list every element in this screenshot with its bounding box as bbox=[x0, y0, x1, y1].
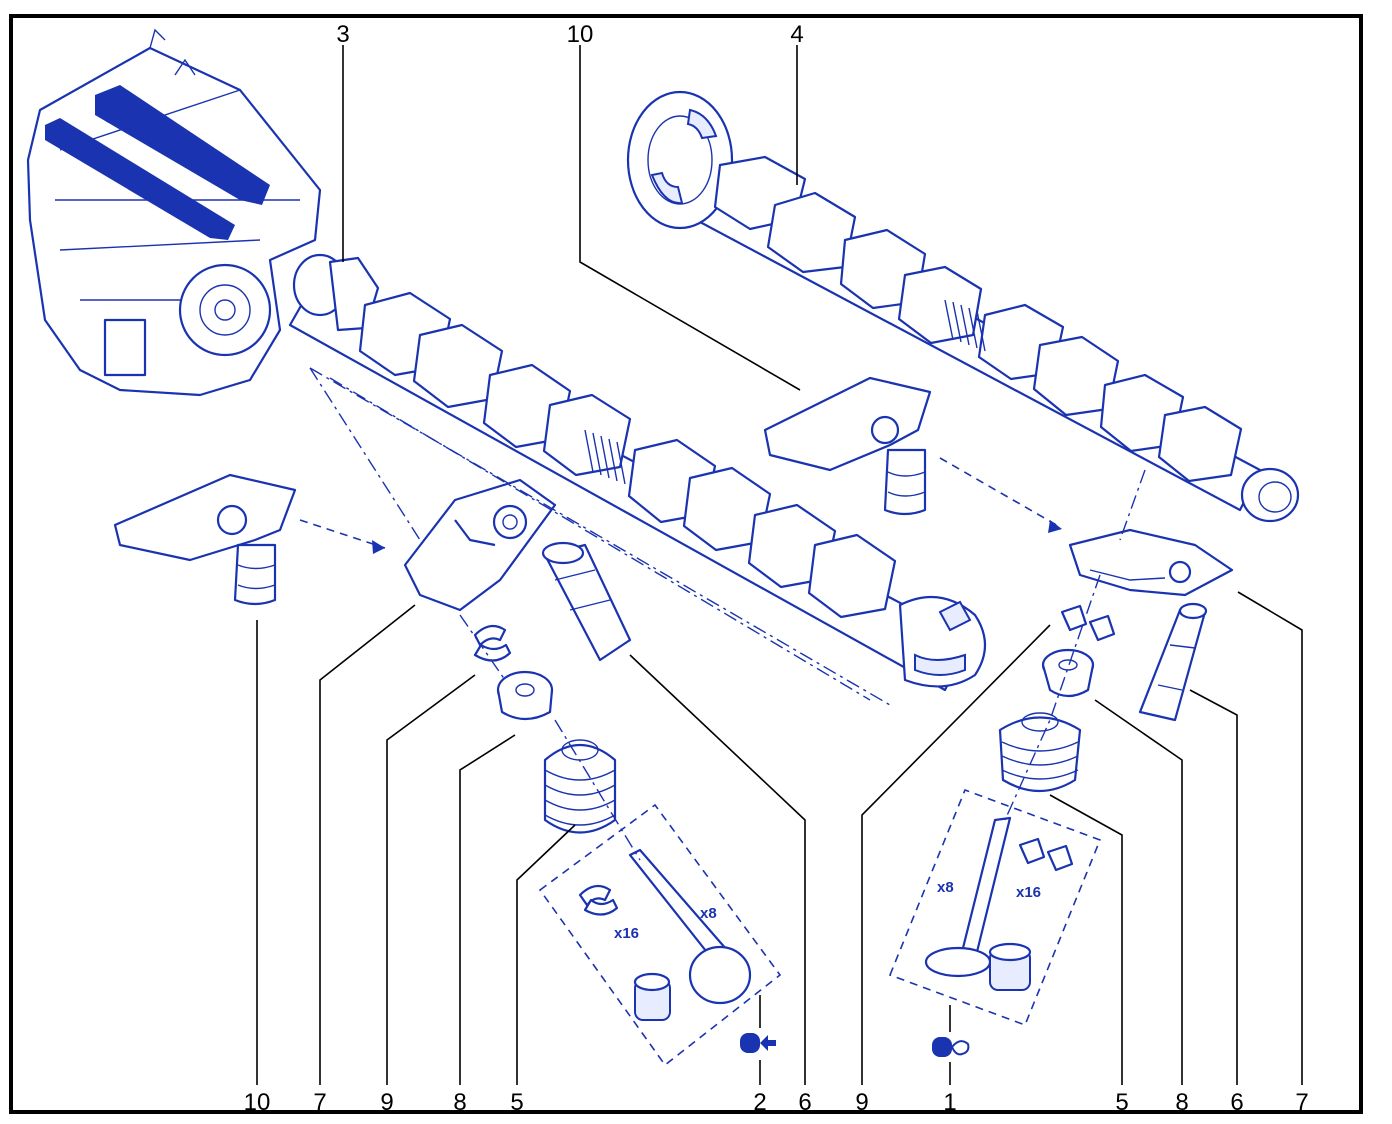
valve-kit-box-intake bbox=[888, 788, 1102, 1027]
valve-spring-left bbox=[543, 739, 617, 834]
callout-6-left: 6 bbox=[798, 1089, 811, 1116]
qty-left-valve: x8 bbox=[700, 905, 717, 922]
rocker-arm-right bbox=[763, 376, 932, 516]
engine-thumbnail bbox=[26, 28, 322, 397]
valve-collets-left bbox=[473, 624, 512, 662]
alignment-lines bbox=[299, 367, 1146, 861]
callout-9-right: 9 bbox=[855, 1089, 868, 1116]
callout-7-left: 7 bbox=[313, 1089, 326, 1116]
exhaust-camshaft bbox=[626, 90, 1300, 523]
valve-kit-box-exhaust bbox=[538, 803, 782, 1067]
callout-7-right: 7 bbox=[1295, 1089, 1308, 1116]
valve-collets-right bbox=[1060, 604, 1116, 642]
qty-right-valve: x8 bbox=[937, 879, 954, 896]
callout-5-left: 5 bbox=[510, 1089, 523, 1116]
qty-left-collets: x16 bbox=[614, 925, 639, 942]
intake-camshaft bbox=[288, 253, 986, 692]
callout-5-right: 5 bbox=[1115, 1089, 1128, 1116]
callout-1: 1 bbox=[943, 1089, 956, 1116]
callout-3: 3 bbox=[336, 21, 349, 48]
spring-cap-right bbox=[1041, 648, 1095, 698]
callout-10-bottom: 10 bbox=[244, 1089, 271, 1116]
rocker-follower-left bbox=[403, 478, 557, 612]
callout-6-right: 6 bbox=[1230, 1089, 1243, 1116]
intake-symbol-icon bbox=[932, 1037, 970, 1057]
qty-right-collets: x16 bbox=[1016, 884, 1041, 901]
camshaft-3-lobes bbox=[358, 291, 897, 619]
valve-spring-right bbox=[998, 712, 1082, 792]
callout-8-right: 8 bbox=[1175, 1089, 1188, 1116]
callout-9-left: 9 bbox=[380, 1089, 393, 1116]
callout-numbers: 3 10 4 10 7 9 8 5 2 6 9 1 5 8 6 7 bbox=[244, 21, 1309, 1116]
lash-adjuster-right bbox=[1138, 602, 1208, 722]
exhaust-symbol-icon bbox=[740, 1033, 776, 1053]
camshaft-4-lobes bbox=[713, 155, 1243, 483]
callout-8-left: 8 bbox=[453, 1089, 466, 1116]
leader-lines bbox=[256, 45, 1303, 1085]
lash-adjuster-left bbox=[541, 541, 632, 662]
callout-10-top: 10 bbox=[567, 21, 594, 48]
callout-2: 2 bbox=[753, 1089, 766, 1116]
rocker-arm-left bbox=[113, 473, 297, 606]
rocker-follower-right bbox=[1068, 528, 1234, 597]
spring-cap-left bbox=[496, 670, 554, 721]
callout-4: 4 bbox=[790, 21, 803, 48]
